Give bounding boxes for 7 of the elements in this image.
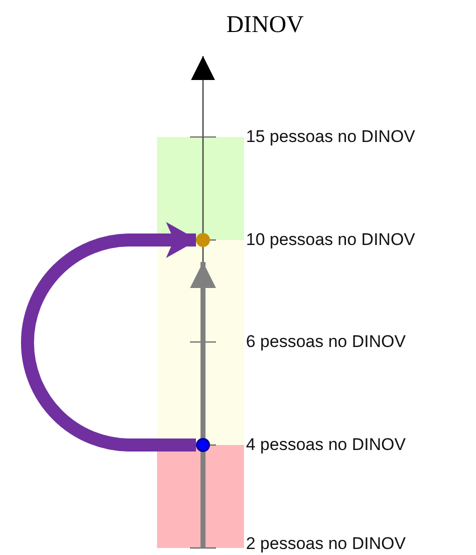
- tick-label: 15 pessoas no DINOV: [246, 127, 416, 147]
- tick-label: 2 pessoas no DINOV: [246, 534, 406, 554]
- curved-arrow: [21, 222, 198, 452]
- tick-label: 4 pessoas no DINOV: [246, 435, 406, 455]
- title: DINOV: [225, 12, 305, 39]
- tick-label: 10 pessoas no DINOV: [246, 230, 416, 250]
- tick-label: 6 pessoas no DINOV: [246, 332, 406, 352]
